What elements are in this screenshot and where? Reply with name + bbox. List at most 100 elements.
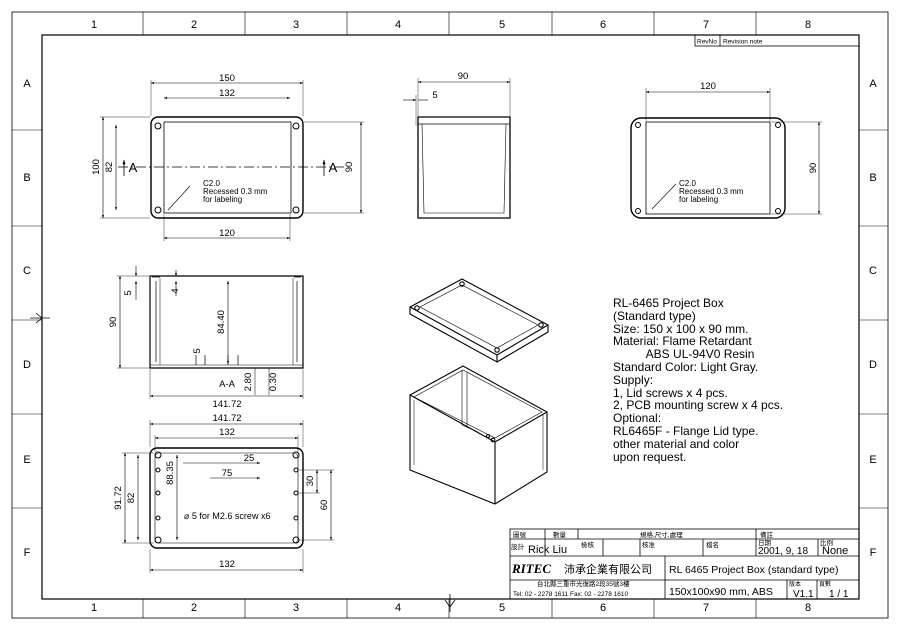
spec-line: 2, PCB mounting screw x 4 pcs.	[613, 398, 784, 413]
bottom-dim-top: 141.72	[212, 413, 241, 424]
lid-view	[630, 88, 822, 219]
top-note-line3: for labeling	[203, 195, 242, 204]
bottom-dim-left-outer: 91.72	[113, 486, 124, 510]
lid-dim-height: 90	[808, 163, 819, 174]
border-col-label: 3	[293, 19, 299, 31]
border-col-label: 6	[600, 602, 606, 614]
border-row-label: E	[869, 454, 876, 466]
company-logo: RITEC	[511, 561, 551, 576]
section-dim-width: 141.72	[212, 399, 241, 410]
tb-label-scale: 比例	[820, 538, 833, 547]
border-row-label: A	[23, 78, 31, 90]
section-dim-floor: 0.30	[268, 373, 279, 392]
isometric-lid	[408, 278, 550, 363]
spec-line: Standard Color: Light Gray.	[613, 359, 759, 374]
bottom-dim-hole-y: 88.35	[165, 461, 176, 485]
border-row-label: D	[869, 359, 877, 371]
tb-label-design: 設計	[511, 542, 525, 551]
tb-header-spec: 規格,尺寸,處理	[640, 530, 683, 539]
tb-label-date: 日期	[758, 539, 772, 547]
top-dim-width: 150	[219, 73, 235, 84]
border-row-label: C	[869, 265, 877, 277]
lid-note-line1: C2.0	[679, 179, 696, 188]
tb-version: V1.1	[793, 589, 814, 600]
border-col-label: 7	[703, 19, 709, 31]
section-dim-top: 5	[123, 290, 134, 295]
section-dim-wall: 2.80	[243, 373, 254, 392]
side-view	[403, 78, 511, 219]
border-col-label: 6	[600, 19, 606, 31]
revision-col-no: RevNo	[697, 39, 717, 46]
company-phone: Tel: 02 - 2278 1611 Fax: 02 - 2278 1610	[513, 591, 629, 598]
section-view	[117, 266, 304, 399]
bottom-dim-30: 30	[305, 476, 316, 487]
tb-label-approve: 核准	[642, 540, 656, 549]
spec-line: RL6465F - Flange Lid type.	[613, 423, 759, 438]
tb-label-name: 檔名	[706, 540, 719, 549]
specification-notes: RL-6465 Project Box(Standard type)Size: …	[613, 297, 783, 463]
tb-designer: Rick Liu	[528, 544, 567, 556]
border-row-label: D	[23, 359, 31, 371]
section-title: A-A	[219, 379, 236, 390]
spec-line: upon request.	[613, 449, 687, 464]
spec-line: Material: Flame Retardant	[613, 334, 752, 349]
border-col-label: 1	[91, 19, 97, 31]
spec-line: ABS UL-94V0 Resin	[613, 347, 755, 362]
border-col-label: 1	[91, 602, 97, 614]
spec-line: Supply:	[613, 372, 654, 387]
border-row-label: B	[869, 172, 876, 184]
bottom-dim-left-inner: 82	[126, 493, 137, 504]
border-col-label: 5	[499, 602, 505, 614]
lid-dim-width: 120	[700, 81, 716, 92]
company-address: 台北縣三重市光復路2段35號3樓	[537, 579, 630, 588]
bottom-view	[122, 420, 334, 573]
bottom-dim-25: 25	[244, 453, 255, 464]
section-marker-right: A	[329, 160, 338, 175]
top-note-line1: C2.0	[203, 179, 220, 188]
border-row-label: B	[23, 172, 30, 184]
top-dim-inner-height: 82	[104, 162, 115, 173]
drawing-border	[11, 11, 889, 619]
side-dim-depth: 90	[458, 71, 469, 82]
spec-line: Optional:	[613, 411, 662, 426]
border-row-label: C	[23, 265, 31, 277]
company-name: 沛承企業有限公司	[564, 562, 652, 576]
section-dim-step: 4	[170, 288, 181, 293]
revision-table: RevNo Revision note	[694, 34, 860, 47]
border-col-label: 4	[395, 19, 401, 31]
bottom-screw-note: ⌀ 5 for M2.6 screw x6	[184, 511, 270, 521]
center-marks	[30, 312, 456, 612]
spec-line: RL-6465 Project Box	[613, 296, 724, 310]
border-row-label: F	[870, 547, 877, 559]
section-dim-height: 90	[108, 317, 119, 328]
border-col-label: 3	[293, 602, 299, 614]
top-dim-inner-width: 132	[219, 88, 235, 99]
tb-header-rev: 圖號	[513, 530, 527, 539]
tb-label-version: 版本	[789, 580, 801, 588]
section-marker-left: A	[129, 160, 138, 175]
border-col-label: 8	[805, 19, 811, 31]
top-view	[100, 80, 364, 241]
product-title: RL 6465 Project Box (standard type)	[669, 564, 838, 576]
section-dim-inner: 84.40	[216, 310, 227, 334]
isometric-box	[408, 365, 549, 505]
spec-line: 1, Lid screws x 4 pcs.	[613, 385, 728, 400]
side-dim-lip: 5	[432, 90, 437, 101]
bottom-dim-inner-top: 132	[219, 427, 235, 438]
product-spec: 150x100x90 mm, ABS	[669, 586, 773, 598]
border-row-label: E	[23, 454, 30, 466]
title-block	[509, 528, 860, 600]
bottom-dim-bottom: 132	[219, 559, 235, 570]
spec-line: (Standard type)	[613, 308, 696, 323]
tb-header-qty: 數量	[553, 530, 567, 539]
lid-note-line3: for labeling	[679, 195, 718, 204]
border-col-label: 8	[805, 602, 811, 614]
border-col-label: 2	[191, 602, 197, 614]
top-dim-right: 90	[344, 162, 355, 173]
border-row-label: F	[24, 547, 31, 559]
border-col-label: 7	[703, 602, 709, 614]
top-dim-height: 100	[91, 159, 102, 175]
revision-col-note: Revision note	[723, 39, 763, 46]
border-col-label: 4	[395, 602, 401, 614]
